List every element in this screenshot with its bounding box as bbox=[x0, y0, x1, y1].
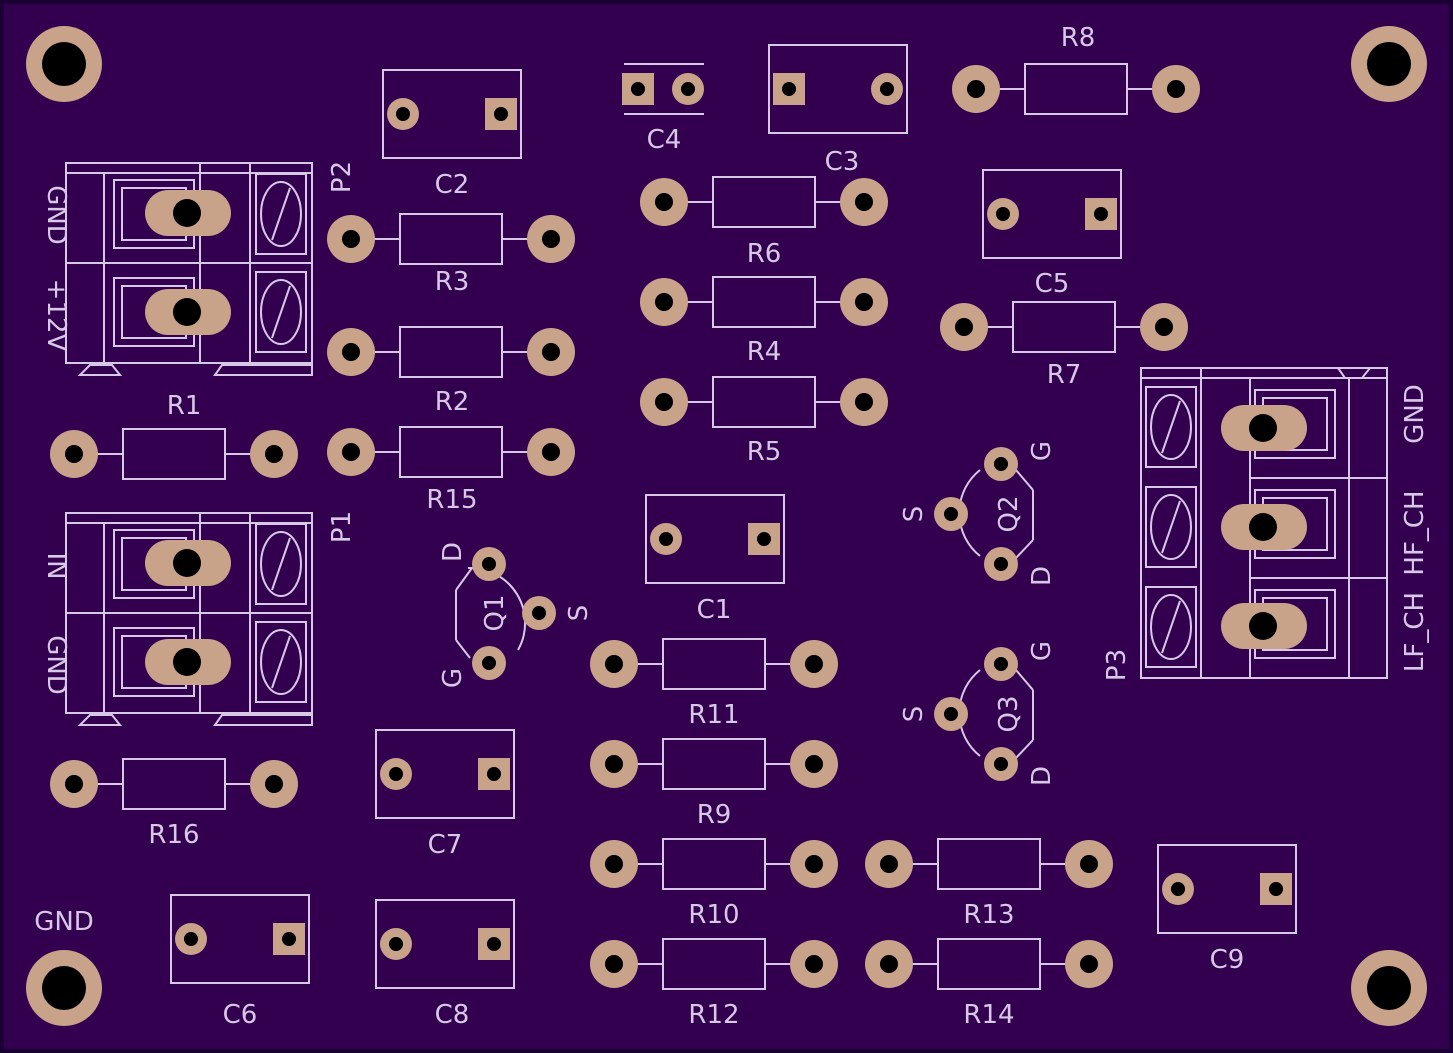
resistor-r1 bbox=[50, 428, 298, 480]
mounting-hole bbox=[1351, 26, 1427, 102]
resistor-r13 bbox=[865, 838, 1113, 890]
resistor-r3-label: R3 bbox=[435, 267, 470, 297]
transistor-q1-pin-s: S bbox=[564, 605, 594, 622]
transistor-q1-pin-g: G bbox=[438, 668, 468, 688]
resistor-r7-label: R7 bbox=[1047, 360, 1082, 390]
resistor-r4 bbox=[640, 276, 888, 328]
capacitor-c7-label: C7 bbox=[428, 830, 463, 860]
resistor-r2-label: R2 bbox=[435, 387, 470, 417]
ground-hole-label: GND bbox=[34, 907, 94, 937]
mounting-hole bbox=[1351, 950, 1427, 1026]
p1-gnd-label: GND bbox=[41, 635, 71, 695]
connector-p3 bbox=[1140, 367, 1388, 679]
resistor-r11-label: R11 bbox=[688, 700, 739, 730]
connector-p2 bbox=[65, 162, 313, 376]
capacitor-c9 bbox=[1157, 844, 1297, 934]
transistor-q2-pin-g: G bbox=[1027, 441, 1057, 461]
resistor-r12 bbox=[590, 938, 838, 990]
resistor-r6 bbox=[640, 176, 888, 228]
capacitor-c3-label: C3 bbox=[825, 147, 860, 177]
capacitor-c6-label: C6 bbox=[223, 1000, 258, 1030]
resistor-r4-label: R4 bbox=[747, 337, 782, 367]
transistor-q2 bbox=[934, 447, 1034, 581]
mounting-hole bbox=[26, 26, 102, 102]
transistor-q2-label: Q2 bbox=[994, 495, 1024, 532]
p3-gnd-label: GND bbox=[1400, 384, 1430, 444]
resistor-r8 bbox=[952, 63, 1200, 115]
resistor-r13-label: R13 bbox=[963, 900, 1014, 930]
ground-hole bbox=[26, 950, 102, 1026]
transistor-q3-pin-s: S bbox=[899, 706, 929, 723]
resistor-r9 bbox=[590, 738, 838, 790]
capacitor-c2-label: C2 bbox=[435, 170, 470, 200]
resistor-r10 bbox=[590, 838, 838, 890]
resistor-r15 bbox=[327, 426, 575, 478]
transistor-q3-pin-d: D bbox=[1027, 766, 1057, 786]
resistor-r8-label: R8 bbox=[1061, 23, 1096, 53]
capacitor-c3 bbox=[768, 44, 908, 134]
resistor-r14 bbox=[865, 938, 1113, 990]
transistor-q3-pin-g: G bbox=[1027, 641, 1057, 661]
transistor-q2-pin-s: S bbox=[899, 506, 929, 523]
transistor-q3-label: Q3 bbox=[994, 695, 1024, 732]
capacitor-c1-label: C1 bbox=[697, 595, 732, 625]
transistor-q2-pin-d: D bbox=[1027, 566, 1057, 586]
transistor-q3 bbox=[934, 647, 1034, 781]
p3-lf-label: LF_CH bbox=[1400, 592, 1430, 672]
capacitor-c4-label: C4 bbox=[647, 125, 682, 155]
resistor-r6-label: R6 bbox=[747, 239, 782, 269]
resistor-r9-label: R9 bbox=[697, 800, 732, 830]
transistor-q1 bbox=[455, 547, 556, 680]
p2-gnd-label: GND bbox=[41, 185, 71, 245]
capacitor-c7 bbox=[375, 729, 515, 819]
capacitor-c4 bbox=[622, 63, 704, 115]
resistor-r16 bbox=[50, 758, 298, 810]
resistor-r2 bbox=[327, 326, 575, 378]
resistor-r15-label: R15 bbox=[426, 485, 477, 515]
capacitor-c5-label: C5 bbox=[1035, 269, 1070, 299]
resistor-r14-label: R14 bbox=[963, 1000, 1014, 1030]
p1-in-label: IN bbox=[41, 552, 71, 579]
resistor-r10-label: R10 bbox=[688, 900, 739, 930]
resistor-r1-label: R1 bbox=[167, 391, 202, 421]
capacitor-c6 bbox=[170, 894, 310, 984]
resistor-r12-label: R12 bbox=[688, 1000, 739, 1030]
connector-p2-label: P2 bbox=[327, 161, 357, 193]
resistor-r5-label: R5 bbox=[747, 437, 782, 467]
capacitor-c9-label: C9 bbox=[1210, 945, 1245, 975]
p3-hf-label: HF_CH bbox=[1400, 490, 1430, 575]
resistor-r7 bbox=[940, 301, 1188, 353]
resistor-r16-label: R16 bbox=[148, 820, 199, 850]
connector-p1-label: P1 bbox=[327, 511, 357, 543]
transistor-q1-label: Q1 bbox=[480, 594, 510, 631]
connector-p1 bbox=[65, 512, 313, 726]
connector-p3-label: P3 bbox=[1102, 649, 1132, 681]
capacitor-c8-label: C8 bbox=[435, 1000, 470, 1030]
capacitor-c8 bbox=[375, 899, 515, 989]
resistor-r5 bbox=[640, 376, 888, 428]
transistor-q1-pin-d: D bbox=[438, 542, 468, 562]
resistor-r3 bbox=[327, 213, 575, 265]
resistor-r11 bbox=[590, 638, 838, 690]
capacitor-c1 bbox=[645, 494, 785, 584]
capacitor-c5 bbox=[982, 169, 1122, 259]
p2-12v-label: +12V bbox=[41, 279, 71, 352]
capacitor-c2 bbox=[382, 69, 522, 159]
